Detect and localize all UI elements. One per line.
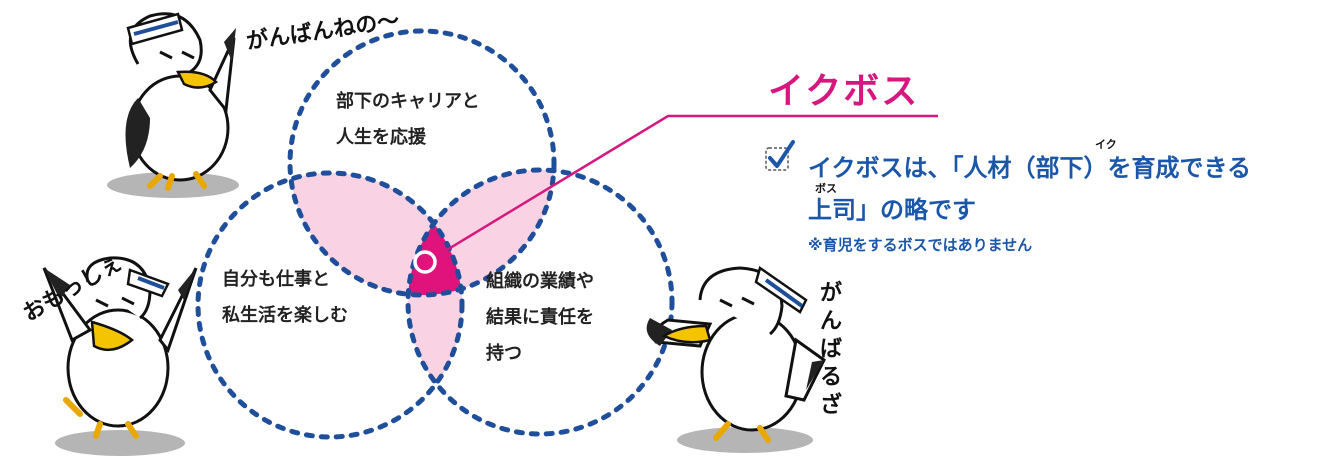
circle-left [195,170,465,440]
circle-top-text: 部下のキャリアと 人生を応援 [336,84,480,156]
ruby-boss: ボス [815,182,837,195]
circle-right-line-1: 組織の業績や [486,271,594,292]
circle-left-text: 自分も仕事と 私生活を楽しむ [222,262,348,334]
diagram-title: イクボス [768,71,920,112]
ruby-iku: イク [1095,138,1117,151]
checkbox-check-icon [765,140,795,171]
circle-right-text: 組織の業績や 結果に責任を 持つ [486,264,594,372]
circle-right [405,167,675,437]
overlap-top-right [408,170,554,295]
speech-right: がんばるざ [820,281,843,418]
circle-right-line-3: 持つ [486,343,522,364]
circle-top-line-2: 人生を応援 [336,127,426,148]
description-line-1: イクボスは、「人材（部下）を育成できる [808,154,1252,182]
callout-line [426,114,938,264]
circle-top-line-1: 部下のキャリアと [336,91,480,112]
circle-left-line-2: 私生活を楽しむ [222,305,348,326]
circle-left-line-1: 自分も仕事と [222,269,330,290]
seagull-mascot-left [42,256,198,456]
seagull-mascot-top [107,12,239,198]
circle-right-line-2: 結果に責任を [486,307,594,328]
circle-top [287,28,557,298]
description-line-2: 上司」の略です [808,196,976,224]
callout-dot [413,250,437,274]
seagull-mascot-right [646,265,826,453]
overlap-top-left [290,173,462,295]
description-note: ※育児をするボスではありません [808,236,1033,254]
